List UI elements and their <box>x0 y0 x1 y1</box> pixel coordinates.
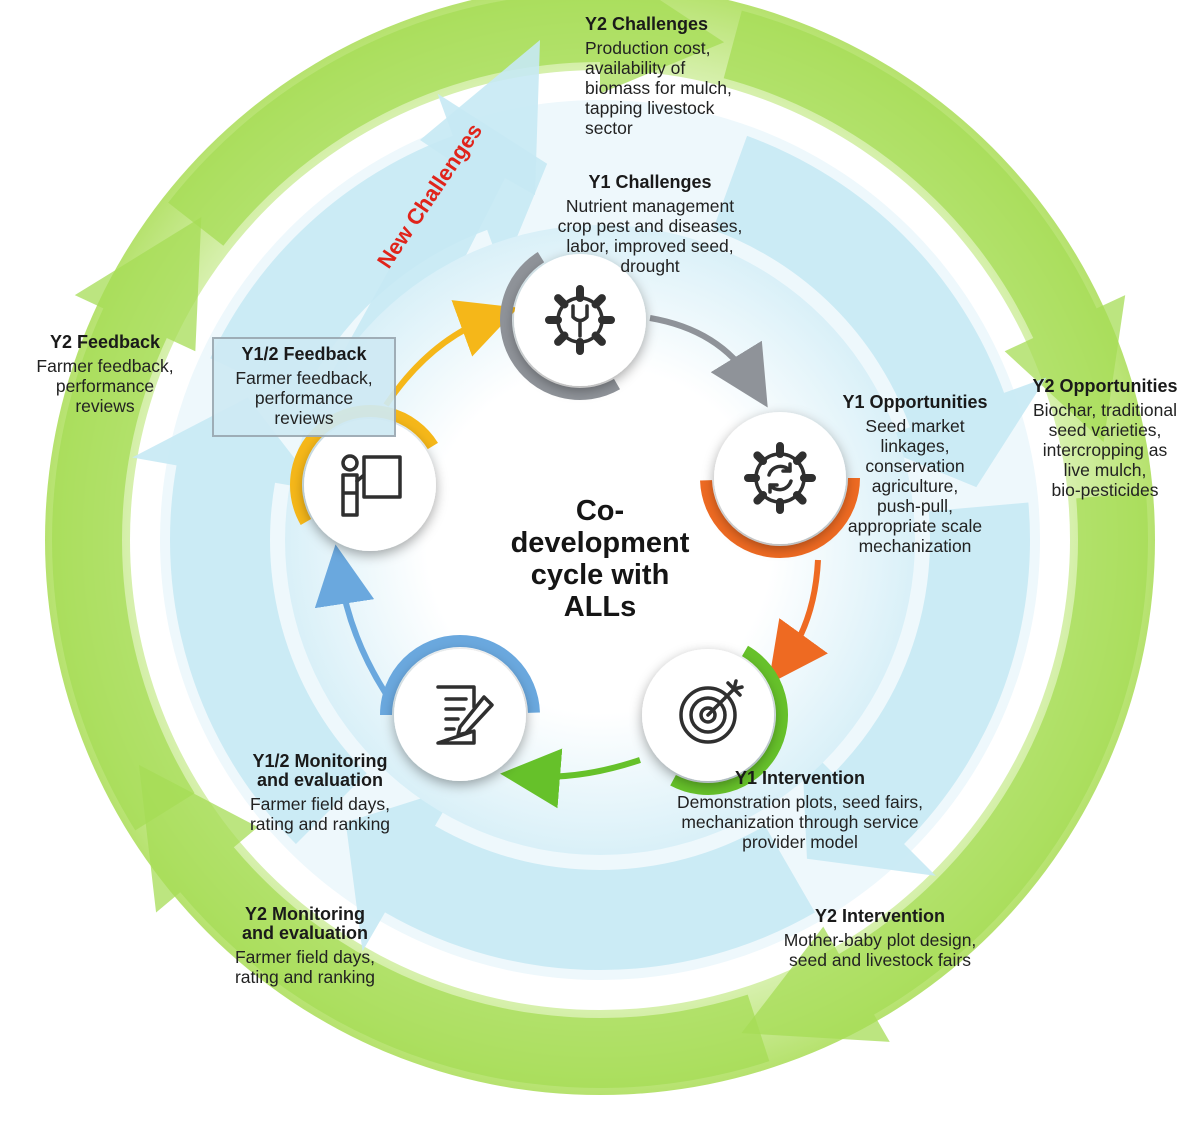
y1-opportunities-label: Y1 Opportunities Seed market linkages, c… <box>815 392 1015 556</box>
y2-intervention-title: Y2 Intervention <box>814 906 946 926</box>
opportunities-stage-node <box>700 398 860 558</box>
y2-feedback-title: Y2 Feedback <box>49 332 161 352</box>
y2-monitoring-desc: Farmer field days, rating and ranking <box>234 947 376 987</box>
challenges-ring-arc <box>500 240 660 400</box>
intervention-connector-arrow <box>500 748 641 809</box>
y2-challenges-label: Y2 Challenges Production cost, availabil… <box>585 14 785 138</box>
y12-feedback-desc: Farmer feedback, performance reviews <box>235 368 373 428</box>
gear-cycle-icon <box>744 442 816 514</box>
y12-monitoring-title: Y1/2 Monitoring and evaluation <box>252 751 388 790</box>
y1-challenges-desc: Nutrient management crop pest and diseas… <box>557 196 743 276</box>
stage-nodes <box>290 240 860 795</box>
opportunities-connector-arrow <box>768 559 828 685</box>
y12-monitoring-desc: Farmer field days, rating and ranking <box>249 794 391 834</box>
feedback-connector-arrow <box>383 300 519 407</box>
y2-opportunities-label: Y2 Opportunities Biochar, traditional se… <box>1010 376 1200 500</box>
y2-feedback-label: Y2 Feedback Farmer feedback, performance… <box>15 332 195 416</box>
blue-cycle-arrow <box>801 502 1030 876</box>
stage-connectors <box>314 300 828 809</box>
y2-monitoring-title: Y2 Monitoring and evaluation <box>241 904 369 943</box>
y12-monitoring-label: Y1/2 Monitoring and evaluation Farmer fi… <box>220 751 420 835</box>
y2-intervention-label: Y2 Intervention Mother-baby plot design,… <box>750 906 1010 970</box>
y1-intervention-label: Y1 Intervention Demonstration plots, see… <box>640 768 960 852</box>
monitoring-node-disc <box>394 649 526 781</box>
y2-challenges-desc: Production cost, availability of biomass… <box>585 38 732 138</box>
challenges-stage-node <box>500 240 660 400</box>
presenter-board-icon <box>341 454 402 517</box>
monitoring-stage-node <box>380 635 540 795</box>
outer-cycle-arrow <box>168 0 725 246</box>
blue-cycle-arrow <box>132 397 367 845</box>
y2-challenges-title: Y2 Challenges <box>585 14 709 34</box>
opportunities-node-disc <box>714 412 846 544</box>
y2-intervention-desc: Mother-baby plot design, seed and livest… <box>783 930 977 970</box>
y1-challenges-label: Y1 Challenges Nutrient management crop p… <box>520 172 780 276</box>
challenges-connector-arrow <box>649 315 768 408</box>
y2-opportunities-desc: Biochar, traditional seed varieties, int… <box>1033 400 1177 500</box>
outer-cycle-arrow <box>723 10 1126 443</box>
y1-intervention-title: Y1 Intervention <box>734 768 866 788</box>
y1-challenges-title: Y1 Challenges <box>588 172 712 192</box>
y1-opportunities-title: Y1 Opportunities <box>842 392 988 412</box>
gear-wrench-icon <box>545 285 615 355</box>
y12-feedback-label: Y1/2 Feedback Farmer feedback, performan… <box>212 344 396 428</box>
target-icon <box>679 679 744 744</box>
y1-opportunities-desc: Seed market linkages, conservation agric… <box>847 416 983 556</box>
outer-cycle-arrow <box>138 764 770 1088</box>
document-pen-icon <box>436 685 494 745</box>
center-title: Co- development cycle with ALLs <box>510 495 690 623</box>
feedback-node-disc <box>304 419 436 551</box>
y12-feedback-title: Y1/2 Feedback <box>241 344 367 364</box>
intervention-ring-arc <box>628 635 788 795</box>
monitoring-connector-arrow <box>314 544 393 702</box>
intervention-stage-node <box>628 635 788 795</box>
outer-cycle-arrow <box>741 492 1148 1042</box>
y1-intervention-desc: Demonstration plots, seed fairs, mechani… <box>676 792 924 852</box>
y2-opportunities-title: Y2 Opportunities <box>1032 376 1178 396</box>
y2-monitoring-label: Y2 Monitoring and evaluation Farmer fiel… <box>205 904 405 988</box>
monitoring-ring-arc <box>380 635 540 795</box>
blue-cycle-arrow <box>345 786 815 970</box>
y2-feedback-desc: Farmer feedback, performance reviews <box>36 356 174 416</box>
y1-feedback-box <box>212 337 396 437</box>
blue-cycle-arrow <box>712 135 1047 488</box>
opportunities-ring-arc <box>700 398 860 558</box>
outer-cycle-arrow <box>51 217 202 831</box>
